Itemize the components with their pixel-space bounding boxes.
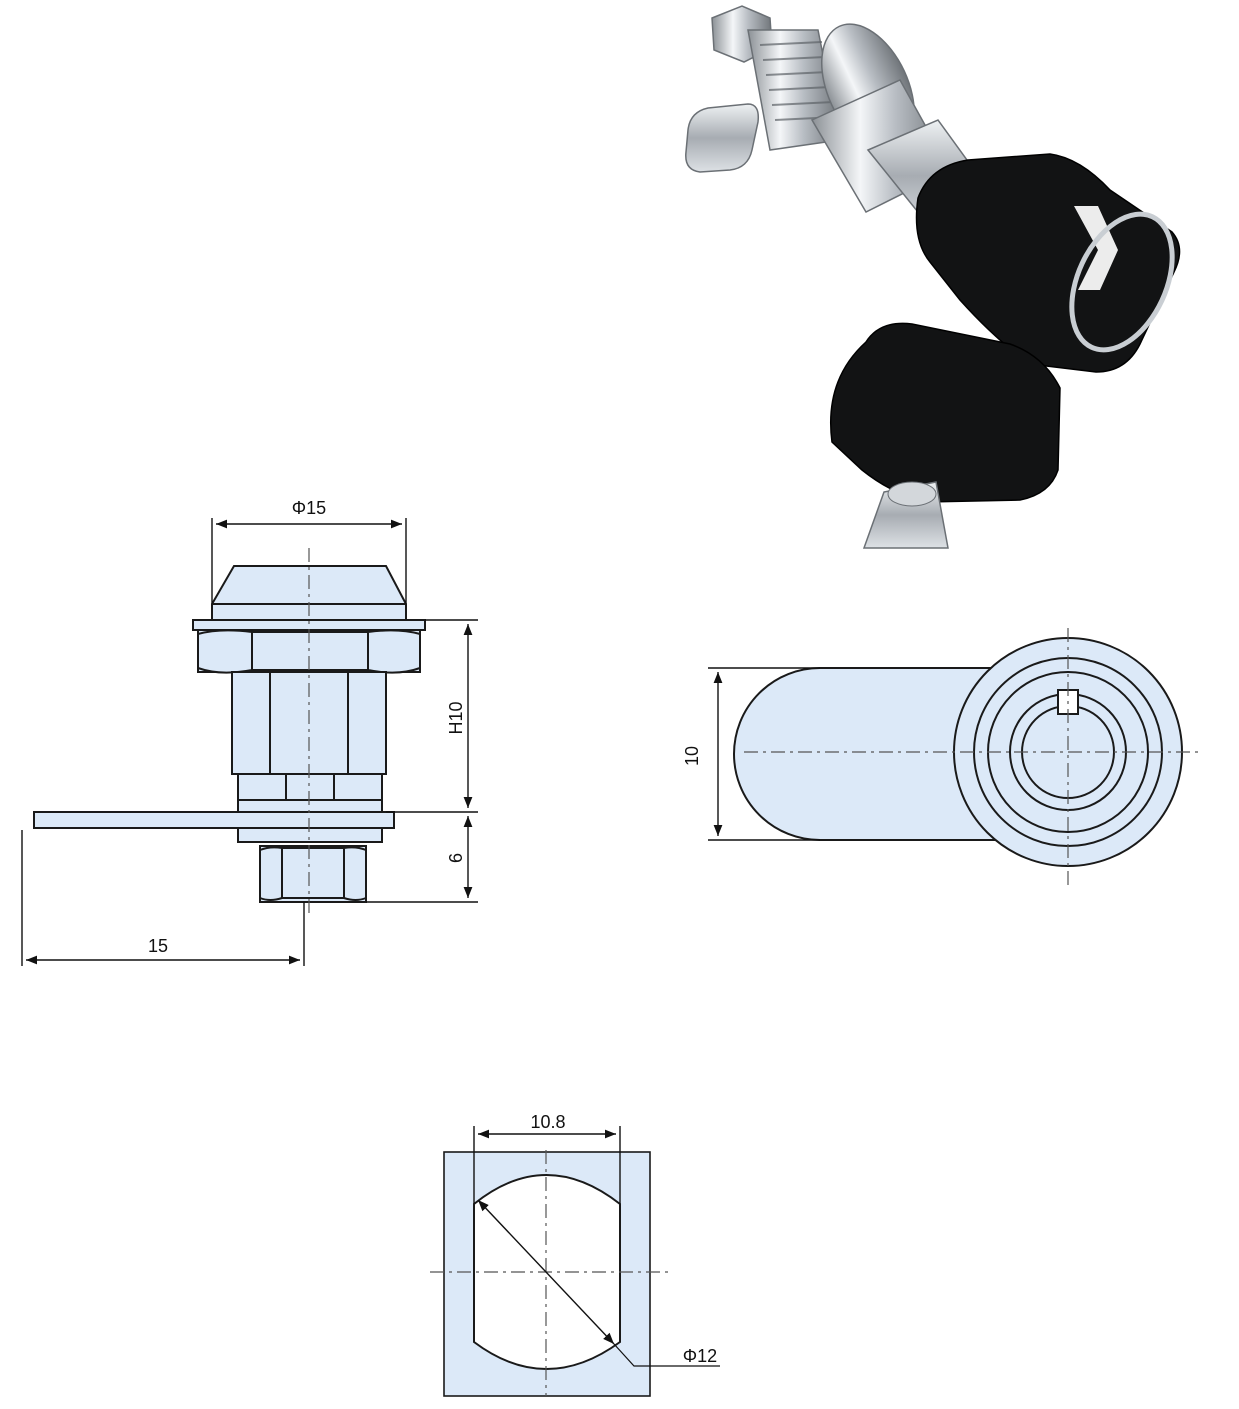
cam-lever: [685, 103, 760, 173]
cam-bar: [33, 811, 395, 829]
dim-height-h10: H10: [446, 701, 466, 734]
dim-diameter-15: Φ15: [292, 498, 326, 518]
dim-cutout-diameter-12: Φ12: [683, 1346, 717, 1366]
key-ring: [1069, 211, 1175, 353]
diameter-line: [477, 1199, 615, 1345]
dim-nut-6: 6: [446, 853, 466, 863]
product-photo: [685, 5, 1181, 549]
side-view-dimensions: [21, 518, 478, 966]
panel-cutout-drawing: [430, 1150, 720, 1397]
front-view-drawing: [733, 628, 1200, 886]
cam-profile: [733, 667, 1011, 841]
cutout-dimensions: [473, 1126, 621, 1204]
dim-width-10: 10: [682, 746, 702, 766]
key-head-1: [915, 153, 1181, 373]
dim-cutout-width-10-8: 10.8: [530, 1112, 565, 1132]
dim-cam-length-15: 15: [148, 936, 168, 956]
key-head-2: [829, 322, 1061, 503]
front-view-dimensions: [708, 667, 820, 841]
bottom-hex-nut: [259, 845, 367, 903]
side-view-drawing: [33, 548, 426, 916]
